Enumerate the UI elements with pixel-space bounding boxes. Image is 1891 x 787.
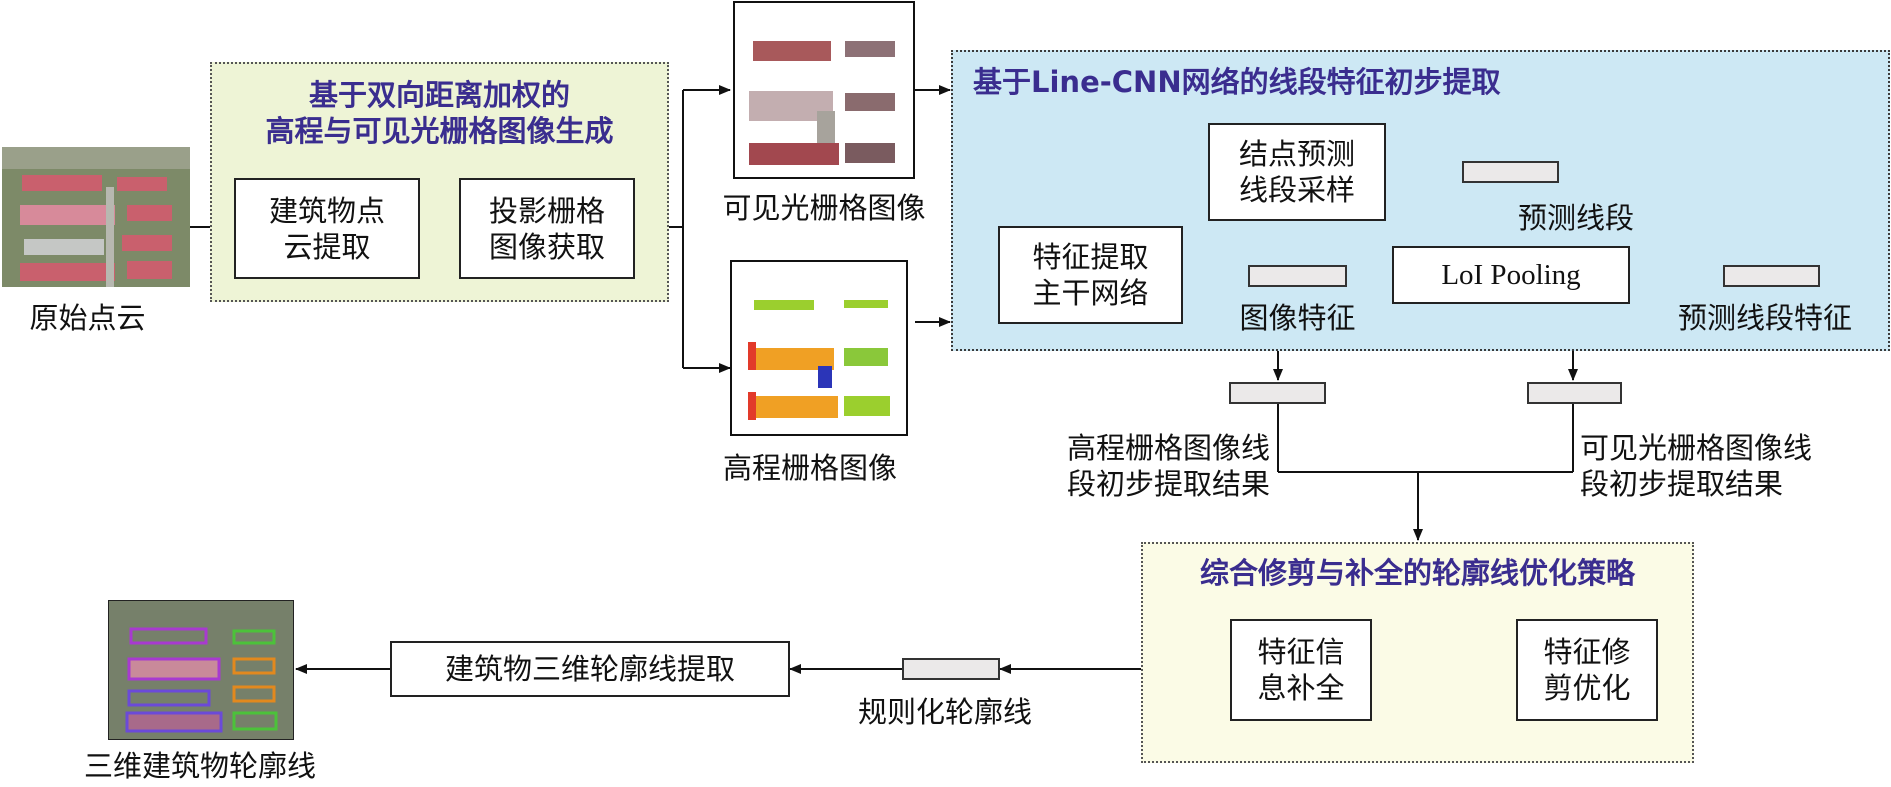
backbone-network-label: 特征提取 主干网络 <box>1032 240 1149 310</box>
image-feature-bar <box>1248 265 1347 287</box>
loi-pooling-box: LoI Pooling <box>1392 246 1630 304</box>
contour-result-icon <box>109 601 293 739</box>
predicted-segment-feature-bar <box>1723 265 1820 287</box>
visible-result-caption: 可见光栅格图像线 段初步提取结果 <box>1580 431 1813 501</box>
aerial-scene-icon <box>2 147 190 287</box>
stage1-title: 基于双向距离加权的 高程与可见光栅格图像生成 <box>265 78 614 148</box>
raw-point-cloud-image <box>2 147 190 287</box>
loi-pooling-label: LoI Pooling <box>1441 259 1581 291</box>
feature-trimming-box: 特征修 剪优化 <box>1516 619 1658 721</box>
building-point-extract-label: 建筑物点 云提取 <box>268 193 385 264</box>
feature-completion-box: 特征信 息补全 <box>1230 619 1372 721</box>
visible-raster-buildings-icon <box>749 41 895 165</box>
elevation-raster-caption: 高程栅格图像 <box>722 451 897 485</box>
elevation-result-bar <box>1229 382 1326 404</box>
feature-trimming-label: 特征修 剪优化 <box>1543 635 1631 705</box>
3d-contour-output-image <box>108 600 294 740</box>
raster-projection-box: 投影栅格 图像获取 <box>459 178 635 279</box>
elevation-raster-image <box>730 260 908 436</box>
visible-raster-image <box>733 1 915 179</box>
elevation-result-caption: 高程栅格图像线 段初步提取结果 <box>1066 431 1270 501</box>
visible-raster-caption: 可见光栅格图像 <box>722 191 926 225</box>
predicted-segment-label: 预测线段 <box>1518 201 1635 235</box>
3d-contour-extract-box: 建筑物三维轮廓线提取 <box>390 641 790 697</box>
feature-completion-label: 特征信 息补全 <box>1257 635 1345 705</box>
stage3-title: 综合修剪与补全的轮廓线优化策略 <box>1199 556 1635 590</box>
3d-contour-extract-label: 建筑物三维轮廓线提取 <box>444 652 735 686</box>
predicted-segment-bar <box>1462 161 1559 183</box>
regularized-contour-bar <box>902 658 1000 680</box>
raster-projection-label: 投影栅格 图像获取 <box>488 193 605 264</box>
regularized-contour-label: 规则化轮廓线 <box>857 695 1032 729</box>
junction-sampling-box: 结点预测 线段采样 <box>1208 123 1386 221</box>
building-point-extract-box: 建筑物点 云提取 <box>234 178 420 279</box>
raw-point-cloud-caption: 原始点云 <box>29 301 146 335</box>
junction-sampling-label: 结点预测 线段采样 <box>1238 137 1355 207</box>
elevation-raster-buildings-icon <box>748 300 890 420</box>
predicted-segment-feature-label: 预测线段特征 <box>1677 301 1852 335</box>
stage2-title: 基于Line-CNN网络的线段特征初步提取 <box>973 65 1501 99</box>
3d-contour-output-caption: 三维建筑物轮廓线 <box>83 749 316 783</box>
visible-result-bar <box>1527 382 1622 404</box>
image-feature-label: 图像特征 <box>1239 301 1356 335</box>
backbone-network-box: 特征提取 主干网络 <box>998 226 1183 324</box>
